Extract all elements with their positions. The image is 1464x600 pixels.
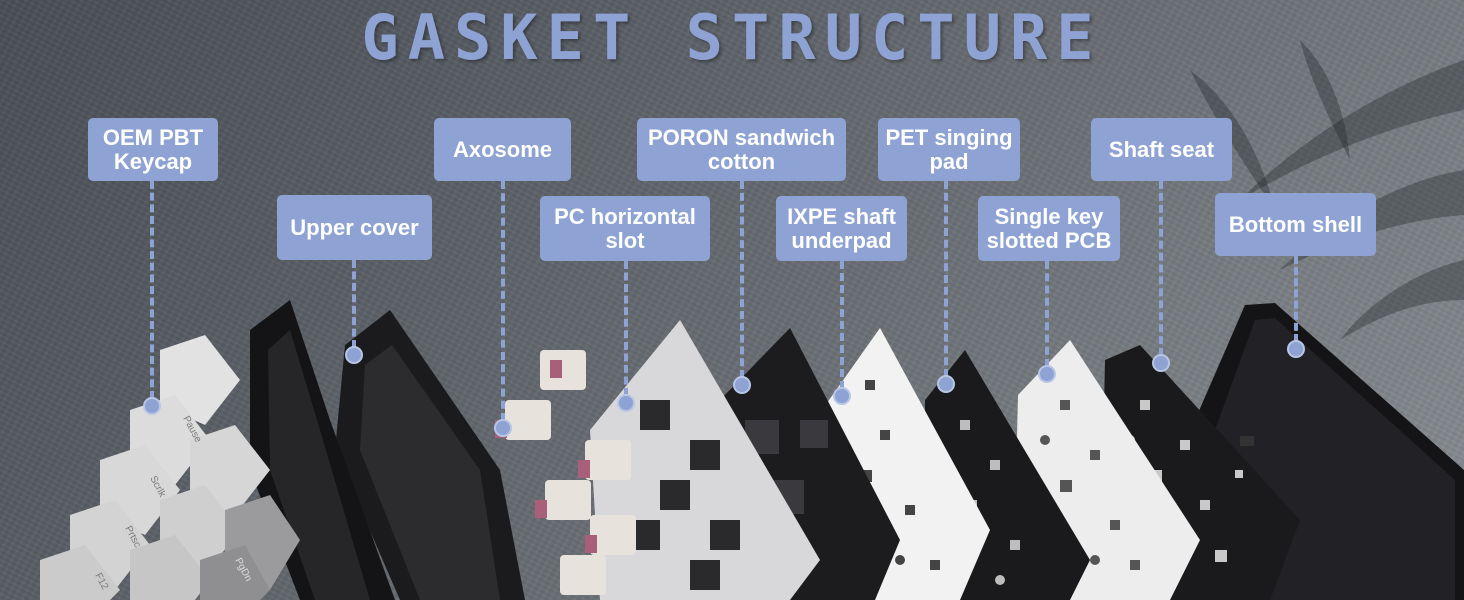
marker-pcb bbox=[1038, 365, 1056, 383]
connector-upper-cover bbox=[352, 260, 356, 348]
connector-axosome bbox=[501, 181, 505, 421]
marker-axosome bbox=[494, 419, 512, 437]
page-title: GASKET STRUCTURE bbox=[361, 1, 1103, 74]
marker-poron bbox=[733, 376, 751, 394]
connector-shaft-seat bbox=[1159, 181, 1163, 356]
upper-cover-part bbox=[335, 310, 525, 600]
connector-pet-pad bbox=[944, 181, 948, 377]
label-axosome: Axosome bbox=[434, 118, 571, 181]
marker-pc-horizontal-slot bbox=[617, 394, 635, 412]
connector-ixpe bbox=[840, 261, 844, 389]
connector-pc-horizontal-slot bbox=[624, 261, 628, 396]
connector-poron bbox=[740, 181, 744, 378]
connector-pcb bbox=[1045, 261, 1049, 367]
marker-keycap bbox=[143, 397, 161, 415]
marker-ixpe bbox=[833, 387, 851, 405]
pc-plate-part bbox=[590, 320, 820, 600]
label-bottom-shell: Bottom shell bbox=[1215, 193, 1376, 256]
marker-bottom-shell bbox=[1287, 340, 1305, 358]
marker-upper-cover bbox=[345, 346, 363, 364]
marker-pet-pad bbox=[937, 375, 955, 393]
connector-keycap bbox=[150, 181, 154, 399]
marker-shaft-seat bbox=[1152, 354, 1170, 372]
label-upper-cover: Upper cover bbox=[277, 195, 432, 260]
label-shaft-seat: Shaft seat bbox=[1091, 118, 1232, 181]
keycaps-part: Pause Scrlk Prtsc F12 PgDn bbox=[40, 335, 300, 600]
connector-bottom-shell bbox=[1294, 256, 1298, 342]
